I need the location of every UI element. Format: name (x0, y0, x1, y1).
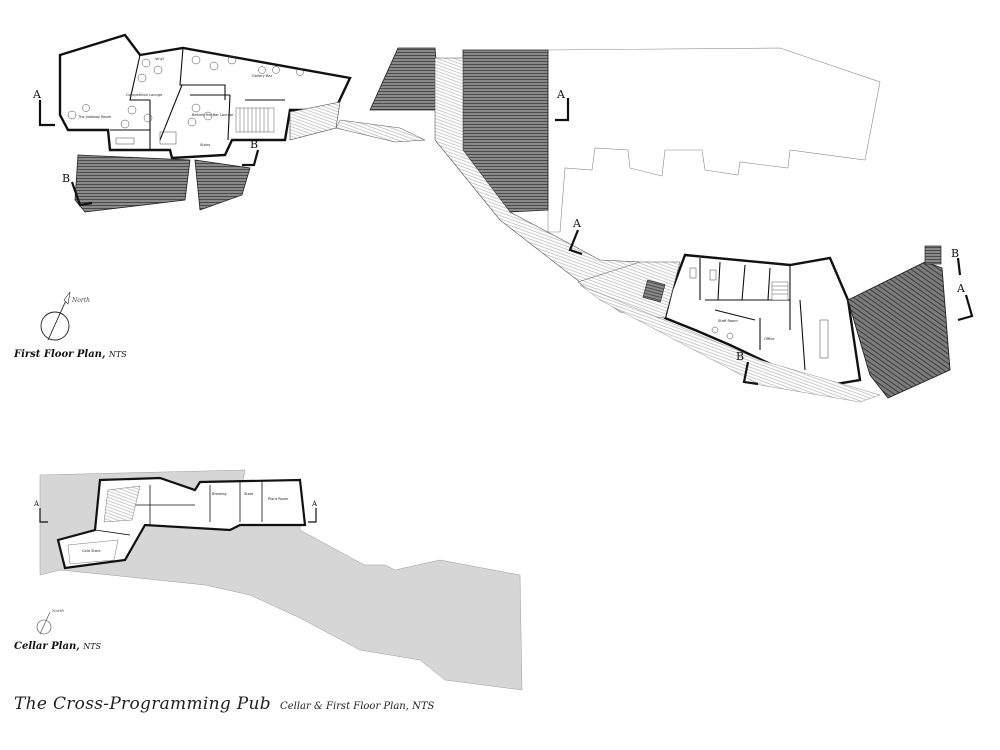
cellar-plan: Brewing Store Plant Room Cold Store A A … (33, 469, 523, 691)
sheet-title-subtitle: Cellar & First Floor Plan, NTS (280, 701, 435, 712)
first-floor-plan-title: First Floor Plan, NTS (14, 349, 127, 360)
first-floor-plan: A A A A B B B B Vinyl Gallery Bar Compet… (32, 33, 974, 403)
first-floor-plan-scale: NTS (108, 350, 127, 359)
west-ramp (289, 101, 341, 141)
roof-slab-small (369, 47, 441, 111)
roof-sw-2 (194, 159, 251, 211)
section-a-east: A (956, 282, 966, 295)
room-label-gallery-bar: Gallery Bar (252, 74, 273, 78)
first-floor-plan-title-text: First Floor Plan, (14, 349, 106, 360)
cellar-plan-scale: NTS (83, 642, 102, 651)
section-b-east-2: B (951, 247, 959, 260)
room-label-vinyl: Vinyl (155, 57, 164, 61)
cellar-plan-title: Cellar Plan, NTS (14, 641, 101, 652)
west-stair (235, 107, 275, 133)
roof-east-chimney (924, 245, 942, 265)
cellar-section-a-west: A (33, 500, 40, 508)
cellar-room-store: Store (244, 492, 254, 496)
north-arrow-cellar: North (36, 608, 64, 635)
east-fixtures (689, 267, 829, 359)
section-markers-cellar (39, 508, 317, 523)
east-stair (771, 281, 789, 301)
cellar-hatch-areas (67, 485, 141, 565)
section-marker-labels-first-floor: A A A A B B B B (32, 88, 966, 363)
section-a-mid: A (556, 88, 566, 101)
section-b-west-2: B (250, 138, 258, 151)
roof-sw-1 (74, 154, 191, 213)
section-b-east: B (736, 350, 744, 363)
cellar-room-labels: Brewing Store Plant Room Cold Store (82, 492, 289, 553)
cellar-room-cold-store: Cold Store (82, 549, 101, 553)
north-arrow-first-floor: North (40, 291, 90, 341)
cellar-section-a-east: A (311, 500, 318, 508)
east-lower-walk (579, 284, 881, 403)
west-block-walls (58, 33, 352, 160)
cellar-plan-title-text: Cellar Plan, (14, 641, 80, 652)
first-floor-room-labels: Vinyl Gallery Bar Competition Lounge The… (77, 57, 775, 341)
section-a-link: A (572, 217, 582, 230)
neighbour-outline (547, 47, 881, 233)
sheet-title-main: The Cross-Programming Pub (14, 694, 271, 714)
room-label-behind-bar-lounge: Behind the Bar Lounge (192, 113, 234, 117)
section-a-west: A (32, 88, 42, 101)
link-walkway (335, 119, 426, 143)
east-block-partitions (699, 258, 806, 371)
section-b-west: B (62, 172, 70, 185)
sheet-title: The Cross-Programming Pub Cellar & First… (14, 694, 434, 714)
north-label-cellar: North (51, 608, 64, 613)
room-label-competition-lounge: Competition Lounge (126, 93, 163, 97)
east-small-roof (642, 279, 666, 303)
room-label-jukebox-room: The Jukebox Room (77, 115, 112, 119)
room-label-office: Office (764, 337, 775, 341)
room-label-staff-room: Staff Room (718, 319, 738, 323)
cellar-partitions (94, 482, 263, 536)
cellar-room-plant: Plant Room (268, 497, 289, 501)
west-furniture (67, 55, 304, 145)
north-label-first-floor: North (71, 297, 90, 304)
section-markers-first-floor (38, 98, 974, 386)
cellar-room-brewing: Brewing (212, 492, 227, 496)
room-label-stairs: Stairs (200, 143, 210, 147)
roof-east (847, 261, 951, 399)
west-block-partitions (110, 47, 285, 150)
